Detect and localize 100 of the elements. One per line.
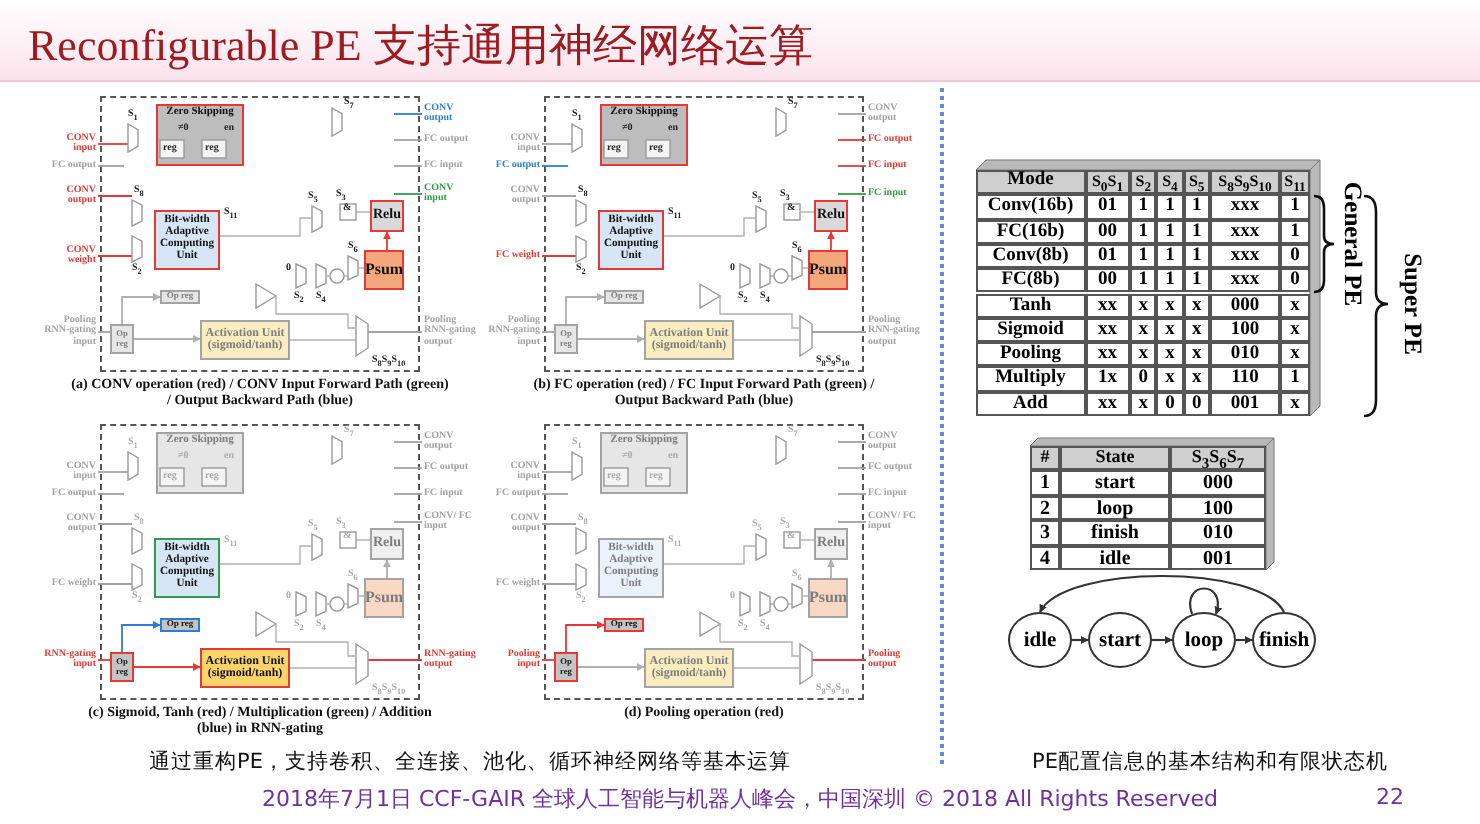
table-cell: 0: [1280, 243, 1310, 269]
table-cell: x: [1130, 293, 1157, 318]
figure-caption: PE配置信息的基本结构和有限状态机: [1030, 748, 1390, 776]
arrow: [565, 621, 605, 653]
arrow: [133, 335, 201, 343]
table-cell: 001: [1210, 391, 1280, 416]
arrow: [827, 231, 835, 251]
table-cell: Add: [976, 391, 1085, 416]
table-cell: x: [1280, 342, 1310, 367]
table-cell: xxx: [1210, 219, 1280, 244]
table-cell: x: [1130, 317, 1157, 343]
table-cell: 1: [1156, 194, 1184, 220]
table-cell: 1: [1183, 268, 1210, 293]
table-cell: FC(16b): [976, 219, 1085, 244]
table-cell: xx: [1085, 342, 1130, 367]
arrow: [577, 335, 645, 343]
table-cell: x: [1183, 293, 1210, 318]
table-cell: xx: [1085, 293, 1130, 318]
table-cell: 001: [1170, 545, 1266, 570]
table-cell: Conv(16b): [976, 194, 1085, 220]
table-cell: 100: [1210, 317, 1280, 343]
table-cell: xxx: [1210, 268, 1280, 293]
table-cell: x: [1130, 391, 1157, 416]
table-cell: x: [1183, 342, 1210, 367]
table-cell: 1: [1280, 219, 1310, 244]
arrow: [1152, 636, 1173, 644]
arrow: [1072, 636, 1089, 644]
table-cell: Tanh: [976, 293, 1085, 318]
figure-caption: 通过重构PE，支持卷积、全连接、池化、循环神经网络等基本运算: [147, 748, 793, 776]
table-cell: 1: [1156, 219, 1184, 244]
table-cell: x: [1156, 317, 1184, 343]
table-cell: x: [1280, 391, 1310, 416]
table-cell: 1: [1280, 366, 1310, 392]
table-cell: x: [1130, 342, 1157, 367]
state-circle: loop: [1172, 612, 1236, 668]
table-cell: 0: [1130, 366, 1157, 392]
table-cell: 010: [1210, 342, 1280, 367]
psum-box: Psum: [808, 250, 848, 290]
table-cell: finish: [1060, 520, 1170, 546]
table-header-cell: Mode: [976, 170, 1085, 195]
table-cell: 000: [1210, 293, 1280, 318]
table-cell: 1: [1156, 268, 1184, 293]
table-cell: Multiply: [976, 366, 1085, 392]
table-cell: 1: [1130, 219, 1157, 244]
table-cell: x: [1156, 342, 1184, 367]
table-cell: 01: [1085, 194, 1130, 220]
table-cell: 110: [1210, 366, 1280, 392]
table-header-cell: S$_{4}$: [1156, 170, 1184, 195]
arrow: [121, 621, 161, 653]
table-cell: xxx: [1210, 194, 1280, 220]
arrow: [565, 293, 605, 325]
brace-label: General PE: [1337, 181, 1367, 307]
arrow: [577, 663, 645, 671]
table-cell: 100: [1170, 495, 1266, 521]
table-cell: x: [1156, 293, 1184, 318]
table-cell: 1: [1130, 268, 1157, 293]
table-cell: 0: [1156, 391, 1184, 416]
table-cell: 3: [1030, 520, 1060, 546]
table-cell: start: [1060, 470, 1170, 496]
slide-title: Reconfigurable PE 支持通用神经网络运算: [28, 18, 813, 74]
arrow: [383, 559, 391, 579]
table-cell: 000: [1170, 470, 1266, 496]
table-header-cell: S$_{11}$: [1280, 170, 1310, 195]
table-cell: 2: [1030, 495, 1060, 521]
table-cell: FC(8b): [976, 268, 1085, 293]
table-cell: Conv(8b): [976, 243, 1085, 269]
table-cell: x: [1183, 366, 1210, 392]
page-number: 22: [1376, 784, 1404, 810]
arrow: [827, 559, 835, 579]
table-cell: 1: [1183, 194, 1210, 220]
table-cell: 1x: [1085, 366, 1130, 392]
footer-text: 2018年7月1日 CCF-GAIR 全球人工智能与机器人峰会，中国深圳 © 2018 All Rights Reserved: [260, 784, 1220, 814]
state-circle: idle: [1008, 612, 1072, 668]
table-header-cell: #: [1030, 446, 1060, 471]
table-cell: x: [1280, 293, 1310, 318]
table-cell: loop: [1060, 495, 1170, 521]
arrow: [133, 663, 201, 671]
table-cell: 1: [1156, 243, 1184, 269]
table-cell: Sigmoid: [976, 317, 1085, 343]
table-header-cell: S$_{5}$: [1183, 170, 1210, 195]
psum-box: Psum: [364, 250, 404, 290]
arrow: [1189, 587, 1222, 615]
table-header-cell: S$_{3}$S$_{6}$S$_{7}$: [1170, 446, 1266, 471]
state-circle: finish: [1252, 612, 1316, 668]
table-cell: idle: [1060, 545, 1170, 570]
table-header-cell: S$_{8}$S$_{9}$S$_{10}$: [1210, 170, 1280, 195]
table-cell: 1: [1280, 194, 1310, 220]
arrow: [121, 293, 161, 325]
table-header-cell: S$_{0}$S$_{1}$: [1085, 170, 1130, 195]
table-cell: 1: [1030, 470, 1060, 496]
table-cell: 4: [1030, 545, 1060, 570]
table-cell: xxx: [1210, 243, 1280, 269]
arrow: [1039, 574, 1285, 613]
brace-label: Super PE: [1397, 253, 1427, 355]
table-cell: 1: [1130, 194, 1157, 220]
arrow: [383, 231, 391, 251]
table-header-cell: S$_{2}$: [1130, 170, 1157, 195]
table-cell: 0: [1280, 268, 1310, 293]
table-cell: x: [1156, 366, 1184, 392]
table-header-cell: State: [1060, 446, 1170, 471]
